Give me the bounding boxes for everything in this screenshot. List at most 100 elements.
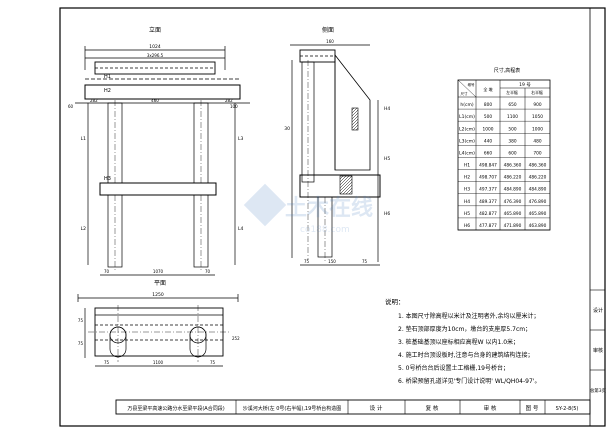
approve-label: 审 核 <box>484 404 497 412</box>
note-2: 2. 垫石顶部厚度为10cm，墩台的支座厚5.7cm； <box>398 325 531 333</box>
label-l4: L4 <box>238 226 244 232</box>
side-dim-right: 75 <box>362 259 368 264</box>
table-cell-all: 498.847 <box>479 163 497 169</box>
notes-title: 说明： <box>385 297 405 306</box>
watermark-sub: co188.com <box>300 225 350 235</box>
table-cell-label: H3 <box>464 187 470 193</box>
dim-top-inner: 3x296.5 <box>147 53 164 58</box>
table-cell-all: 498.707 <box>479 175 497 181</box>
table-cell-left: 486.360 <box>504 163 522 169</box>
table-cell-all: 440 <box>484 138 492 144</box>
dim-d100: 100 <box>230 104 238 109</box>
table-title: 尺寸,高程表 <box>494 67 521 74</box>
table-cell-label: L1(cm) <box>459 114 475 120</box>
dim-cap-left: 282 <box>90 98 98 103</box>
table-cell-right: 1000 <box>532 126 543 132</box>
dim-d60: 60 <box>68 104 74 109</box>
dim-top-total: 1024 <box>149 44 161 50</box>
table-cell-right: 700 <box>533 150 541 156</box>
table-cell-label: H1 <box>464 163 470 169</box>
plan-dim-c: 1100 <box>153 360 164 365</box>
table-cell-left: 650 <box>508 102 516 108</box>
table-col-right: 右半幅 <box>531 90 543 95</box>
table-cell-label: H4 <box>464 199 470 205</box>
table-col-left: 左半幅 <box>506 90 518 95</box>
sheet-border <box>59 7 606 427</box>
table-cell-label: H2 <box>464 175 470 181</box>
label-l2: L2 <box>81 226 87 232</box>
label-h1: H1 <box>104 74 111 80</box>
plan-view: 平面 1250 75 75 75 1100 75 252 <box>77 280 240 367</box>
dim-col-left: 70 <box>104 269 110 274</box>
label-l3: L3 <box>238 136 244 142</box>
project-name: 万县至梁平高速公路分水至梁平段(A合同段) <box>127 405 224 412</box>
table-cell-all: 497.377 <box>479 187 497 193</box>
figure-number: SY-2-8(5) <box>556 406 579 412</box>
plan-dim-f: 252 <box>232 336 240 341</box>
label-l1: L1 <box>81 136 87 142</box>
table-cell-right: 463.890 <box>529 223 547 229</box>
note-5: 5. 0号桥台台后设置土工格栅,19号桥台； <box>398 364 509 372</box>
plan-dim-total: 1250 <box>152 292 164 298</box>
dim-col-right: 70 <box>205 269 211 274</box>
plan-title: 平面 <box>154 280 166 287</box>
table-diag-bottom: 尺寸 <box>461 91 469 96</box>
plan-dim-d: 75 <box>104 360 110 365</box>
elevation-view: 立面 1024 3x296.5 H1 H2 282 460 282 60 H3 <box>68 26 250 276</box>
table-cell-right: 486.360 <box>529 163 547 169</box>
table-cell-left: 600 <box>508 150 516 156</box>
table-cell-label: H6 <box>464 223 470 229</box>
table-cell-right: 486.220 <box>529 175 547 181</box>
table-cell-all: 477.877 <box>479 223 497 229</box>
table-cell-right: 484.890 <box>529 187 547 193</box>
table-cell-left: 1100 <box>507 114 518 120</box>
table-cell-label: L2(cm) <box>459 126 475 132</box>
side-dim-bottom: 75 <box>304 259 310 264</box>
table-cell-left: 471.890 <box>504 223 522 229</box>
table-pier: 19 号 <box>519 82 531 88</box>
note-6: 6. 桥梁预留孔道详见'专门设计说明' WL/QH04-97'。 <box>398 377 540 385</box>
plan-dim-e: 75 <box>210 360 216 365</box>
label-h2: H2 <box>104 88 111 94</box>
elevation-title: 立面 <box>149 26 161 34</box>
table-cell-right: 476.890 <box>529 199 547 205</box>
table-cell-label: H5 <box>464 211 470 217</box>
table-col-all: 全 墩 <box>483 86 492 92</box>
dim-cap-right: 282 <box>225 98 233 103</box>
dim-cap-mid: 460 <box>151 98 159 103</box>
plan-dim-a: 75 <box>78 318 84 323</box>
note-4: 4. 施工时台顶设板时,注意与台身的建筑结构连接； <box>398 351 534 359</box>
table-cell-all: 482.877 <box>479 211 497 217</box>
label-h4: H4 <box>384 106 390 112</box>
table-cell-left: 500 <box>508 126 516 132</box>
plan-dim-b: 75 <box>78 341 84 346</box>
table-cell-right: 900 <box>533 102 541 108</box>
table-cell-left: 486.220 <box>504 175 522 181</box>
label-h6: H6 <box>384 211 390 217</box>
table-cell-all: 489.377 <box>479 199 497 205</box>
side-view: 侧面 160 30 H4 H5 H6 75 150 75 <box>284 26 390 266</box>
watermark: 土木在线 co188.com <box>243 183 373 235</box>
note-3: 3. 桩基础基顶以座标相应高程W 以内1.0米； <box>398 338 519 346</box>
table-cell-all: 800 <box>484 102 492 108</box>
side-title: 侧面 <box>322 26 334 34</box>
side-dim-mid: 150 <box>328 259 336 264</box>
margin-label-mid: 审核 <box>593 347 603 354</box>
table-cell-all: 660 <box>484 150 492 156</box>
table-cell-left: 484.890 <box>504 187 522 193</box>
table-cell-label: L3(cm) <box>459 138 475 144</box>
table-cell-right: 480 <box>533 138 541 144</box>
design-label: 设 计 <box>370 404 383 412</box>
table-cell-right: 465.890 <box>529 211 547 217</box>
notes-block: 说明： 1. 本图尺寸除高程以米计及注明者外,余均以厘米计； 2. 垫石顶部厚度… <box>385 297 540 385</box>
title-block: 万县至梁平高速公路分水至梁平段(A合同段) 沙溪河大桥(左 0号(右半幅),19… <box>115 399 591 415</box>
label-h3: H3 <box>104 176 111 182</box>
table-cell-all: 1000 <box>483 126 494 132</box>
table-cell-label: h(cm) <box>460 102 473 108</box>
dim-col-gap: 1070 <box>153 269 164 274</box>
margin-label-bottom: 总第3页 <box>590 387 607 394</box>
